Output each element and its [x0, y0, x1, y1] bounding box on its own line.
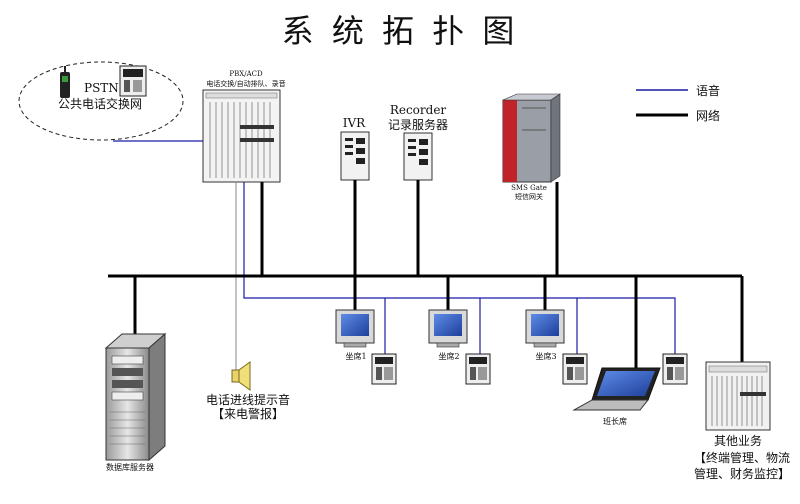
- sms-sublabel: 短信网关: [515, 192, 543, 201]
- legend-network-label: 网络: [696, 108, 720, 123]
- desk-phone-icon: [119, 65, 147, 97]
- pbx-label: PBX/ACD: [229, 70, 263, 78]
- speaker-icon: [231, 361, 251, 391]
- sms-gateway: SMS Gate 短信网关: [502, 93, 561, 201]
- other-line1: 【终端管理、物流: [694, 450, 790, 465]
- pbx-sublabel: 电话交换/自动排队、录音: [206, 79, 285, 88]
- pstn-label: PSTN: [84, 81, 119, 95]
- recorder-server: Recorder 记录服务器: [388, 103, 448, 181]
- voice-links: [113, 140, 676, 354]
- seat-1-label: 坐席1: [345, 351, 366, 361]
- seat-1-phone-icon: [371, 353, 397, 385]
- pstn-sublabel: 公共电话交换网: [58, 96, 142, 111]
- seat-3: 坐席3: [525, 309, 588, 385]
- leader-laptop: 班长席: [572, 367, 661, 426]
- alarm-label: 电话进线提示音: [206, 392, 290, 407]
- seat-3-label: 坐席3: [535, 351, 556, 361]
- alarm-sublabel: 【来电警报】: [212, 406, 284, 421]
- recorder-label: Recorder: [390, 103, 447, 117]
- seat-2-label: 坐席2: [438, 351, 459, 361]
- pbx-cabinet: PBX/ACD 电话交换/自动排队、录音: [202, 70, 286, 183]
- mobile-phone-icon: [60, 66, 70, 98]
- ivr-label: IVR: [343, 116, 366, 130]
- pstn-cloud: PSTN 公共电话交换网: [18, 61, 184, 141]
- ivr-server: IVR: [340, 116, 370, 181]
- seat-2: 坐席2: [428, 309, 491, 385]
- other-line2: 管理、财务监控】: [694, 466, 790, 481]
- db-label: 数据库服务器: [106, 462, 154, 472]
- other-business-rack: [705, 361, 771, 431]
- seat-2-phone-icon: [465, 353, 491, 385]
- sms-label: SMS Gate: [511, 184, 547, 192]
- seat-1: 坐席1: [335, 309, 397, 385]
- other-label: 其他业务: [714, 433, 762, 448]
- legend: 语音 网络: [636, 83, 720, 123]
- diagram-title: 系 统 拓 扑 图: [282, 12, 519, 50]
- voice-link-bus: [243, 182, 676, 354]
- legend-voice-label: 语音: [696, 83, 720, 98]
- network-links: [108, 180, 744, 368]
- seat-3-phone-icon: [562, 353, 588, 385]
- leader-phone-icon: [662, 353, 688, 385]
- database-server: 数据库服务器: [104, 332, 167, 472]
- recorder-sublabel: 记录服务器: [388, 117, 448, 132]
- leader-label: 班长席: [603, 416, 627, 426]
